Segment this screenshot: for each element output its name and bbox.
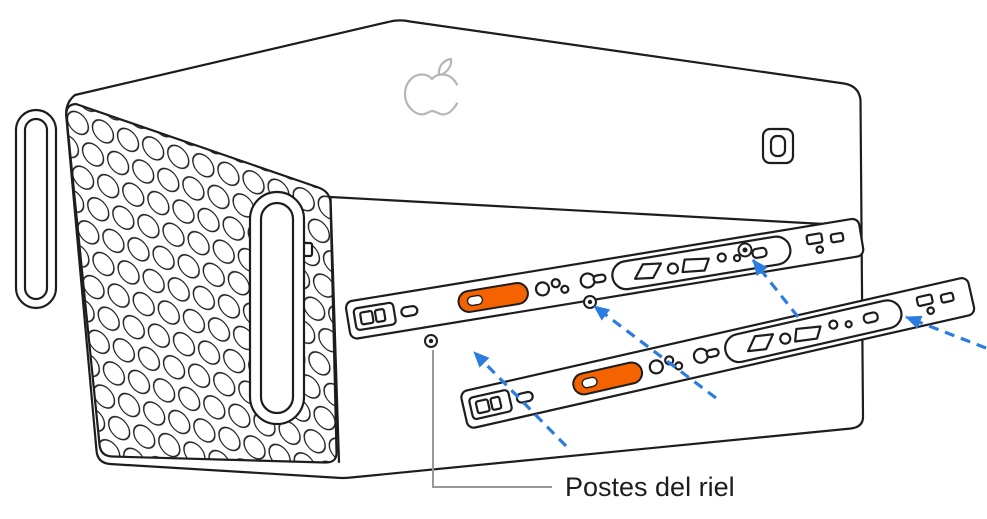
lock-slot	[761, 127, 795, 165]
alignment-arrow	[472, 350, 568, 448]
case-edges	[329, 195, 863, 464]
alignment-arrow	[593, 304, 717, 400]
alignment-arrow	[905, 315, 987, 350]
handle-front	[248, 190, 306, 426]
rail-post	[424, 334, 438, 348]
handle-left	[14, 108, 58, 310]
rail-post	[737, 242, 753, 258]
rail-post	[583, 295, 597, 309]
apple-logo-icon	[403, 57, 469, 116]
callout-line	[432, 350, 552, 488]
alignment-arrow	[751, 259, 800, 318]
callout-label: Postes del riel	[565, 472, 735, 502]
